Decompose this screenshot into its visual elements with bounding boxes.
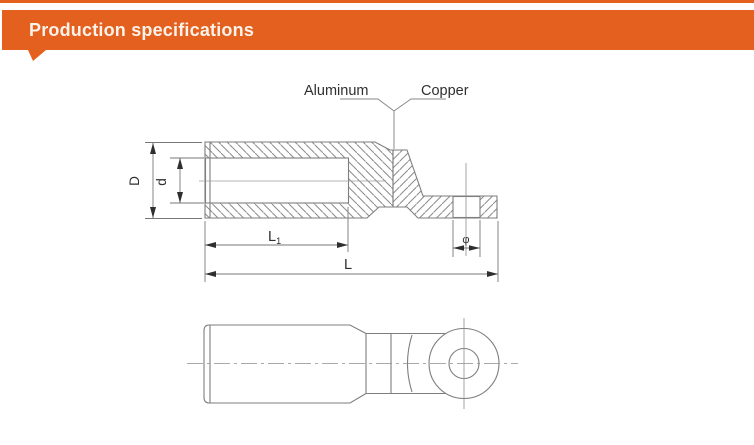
- dimension-phi: φ: [452, 220, 481, 257]
- dimension-L1-label: L1: [268, 229, 281, 246]
- arrowhead: [469, 245, 480, 251]
- dimension-d: d: [154, 157, 204, 204]
- palm-hole-gap: [452, 195, 481, 219]
- copper-palm-section: [392, 149, 498, 219]
- dimension-D: D: [127, 142, 202, 219]
- banner-pointer-triangle: [28, 50, 46, 61]
- dimension-phi-label: φ: [462, 234, 469, 246]
- dimension-L: L: [205, 221, 499, 282]
- arrowhead: [487, 271, 498, 277]
- section-header-banner: Production specifications: [2, 10, 754, 50]
- barrel-bore: [204, 157, 350, 204]
- arrowhead: [150, 143, 156, 154]
- arrowhead: [177, 158, 183, 169]
- material-leaders: Aluminum Copper: [304, 83, 469, 149]
- aluminum-label: Aluminum: [304, 83, 368, 99]
- dimension-L-label: L: [344, 257, 352, 273]
- arrowhead: [205, 271, 216, 277]
- arrowhead: [150, 207, 156, 218]
- top-view-cross-section: [199, 141, 498, 256]
- arrowhead: [337, 242, 348, 248]
- copper-label: Copper: [421, 83, 469, 99]
- section-title: Production specifications: [29, 20, 255, 40]
- dimension-annotations: D d L1: [127, 142, 499, 282]
- copper-leader-line: [393, 98, 446, 112]
- aluminum-leader-line: [340, 98, 395, 149]
- arrowhead: [453, 245, 464, 251]
- arrowhead: [205, 242, 216, 248]
- arrowhead: [177, 192, 183, 203]
- profile-barrel-outline: [203, 324, 367, 404]
- dimension-d-label: d: [154, 178, 169, 186]
- side-profile-view: [187, 318, 518, 409]
- top-accent-strip: [0, 0, 754, 3]
- dimension-D-label: D: [127, 176, 142, 186]
- dimension-L1: L1: [204, 207, 349, 282]
